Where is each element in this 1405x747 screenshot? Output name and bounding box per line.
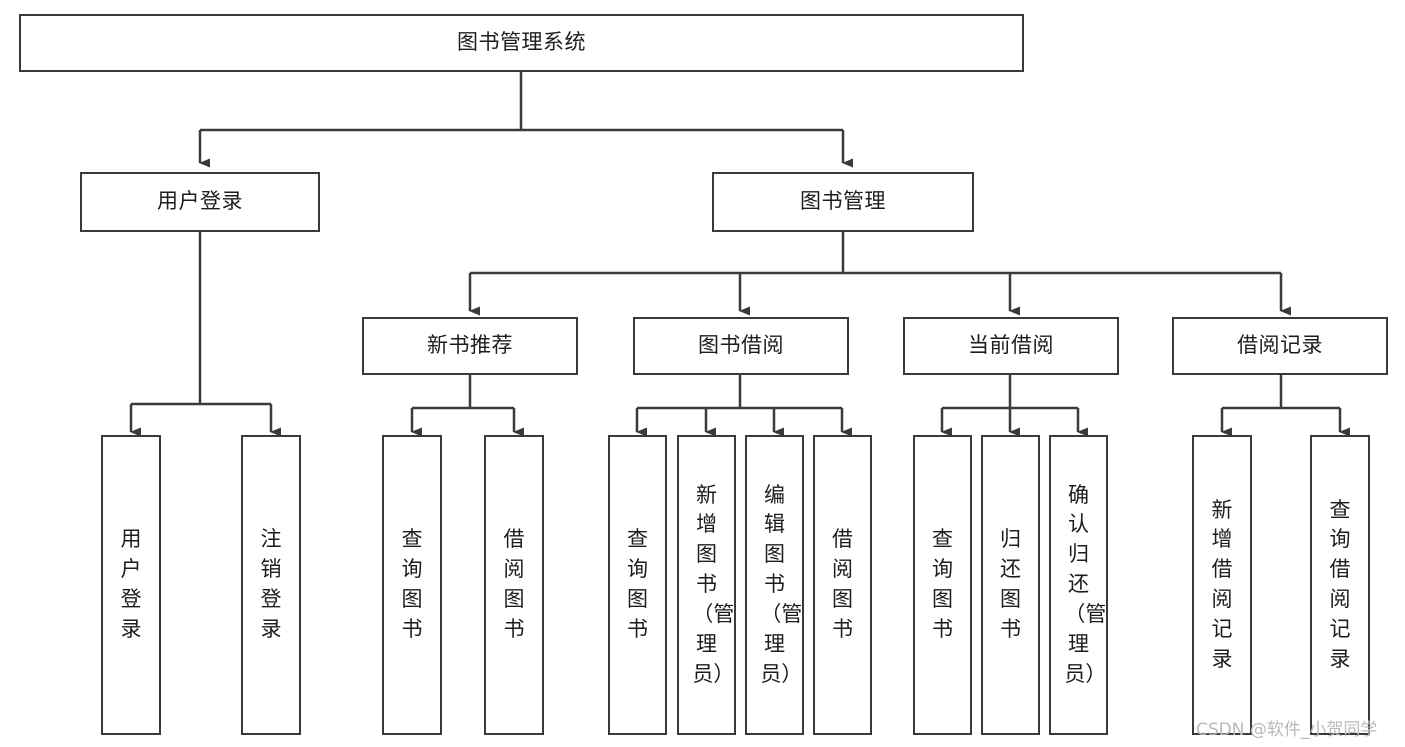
leaf-new-book-query-label: 查询图书 [401,527,423,641]
leaf-borrow-add-book-label: 新增图书（管理员） [692,482,735,686]
leaf-borrow-query-book-label: 查询图书 [627,527,648,641]
node-root[interactable]: 图书管理系统 [19,14,1024,72]
leaf-user-login-label: 用户登录 [120,527,142,641]
leaf-record-query-label: 查询借阅记录 [1329,497,1351,671]
node-current-borrow-label: 当前借阅 [968,333,1054,358]
leaf-borrow-query-book[interactable]: 查询图书 [608,435,667,735]
watermark-text: CSDN @软件_小贺同学 [1196,720,1378,740]
leaf-borrow-borrow-book-label: 借阅图书 [832,527,853,641]
leaf-current-confirm-return[interactable]: 确认归还（管理员） [1049,435,1108,735]
leaf-new-book-query[interactable]: 查询图书 [382,435,442,735]
leaf-record-add[interactable]: 新增借阅记录 [1192,435,1252,735]
node-root-label: 图书管理系统 [457,30,586,55]
leaf-user-logout[interactable]: 注销登录 [241,435,301,735]
leaf-user-logout-label: 注销登录 [260,527,282,641]
leaf-borrow-add-book[interactable]: 新增图书（管理员） [677,435,736,735]
node-current-borrow[interactable]: 当前借阅 [903,317,1119,375]
leaf-user-login[interactable]: 用户登录 [101,435,161,735]
node-book-management[interactable]: 图书管理 [712,172,974,232]
node-borrow-record-label: 借阅记录 [1237,333,1323,358]
leaf-record-query[interactable]: 查询借阅记录 [1310,435,1370,735]
leaf-current-return-book-label: 归还图书 [1000,527,1021,641]
node-new-book-recommend[interactable]: 新书推荐 [362,317,578,375]
leaf-record-add-label: 新增借阅记录 [1211,497,1233,671]
leaf-borrow-edit-book-label: 编辑图书（管理员） [760,482,803,686]
node-book-management-label: 图书管理 [800,189,886,214]
leaf-current-return-book[interactable]: 归还图书 [981,435,1040,735]
leaf-borrow-edit-book[interactable]: 编辑图书（管理员） [745,435,804,735]
leaf-current-query-book[interactable]: 查询图书 [913,435,972,735]
node-user-login-label: 用户登录 [157,189,243,214]
leaf-new-book-borrow[interactable]: 借阅图书 [484,435,544,735]
node-book-borrow-label: 图书借阅 [698,333,784,358]
leaf-current-query-book-label: 查询图书 [932,527,953,641]
node-book-borrow[interactable]: 图书借阅 [633,317,849,375]
node-new-book-recommend-label: 新书推荐 [427,333,513,358]
node-user-login[interactable]: 用户登录 [80,172,320,232]
leaf-current-confirm-return-label: 确认归还（管理员） [1064,482,1107,686]
leaf-borrow-borrow-book[interactable]: 借阅图书 [813,435,872,735]
leaf-new-book-borrow-label: 借阅图书 [503,527,525,641]
node-borrow-record[interactable]: 借阅记录 [1172,317,1388,375]
